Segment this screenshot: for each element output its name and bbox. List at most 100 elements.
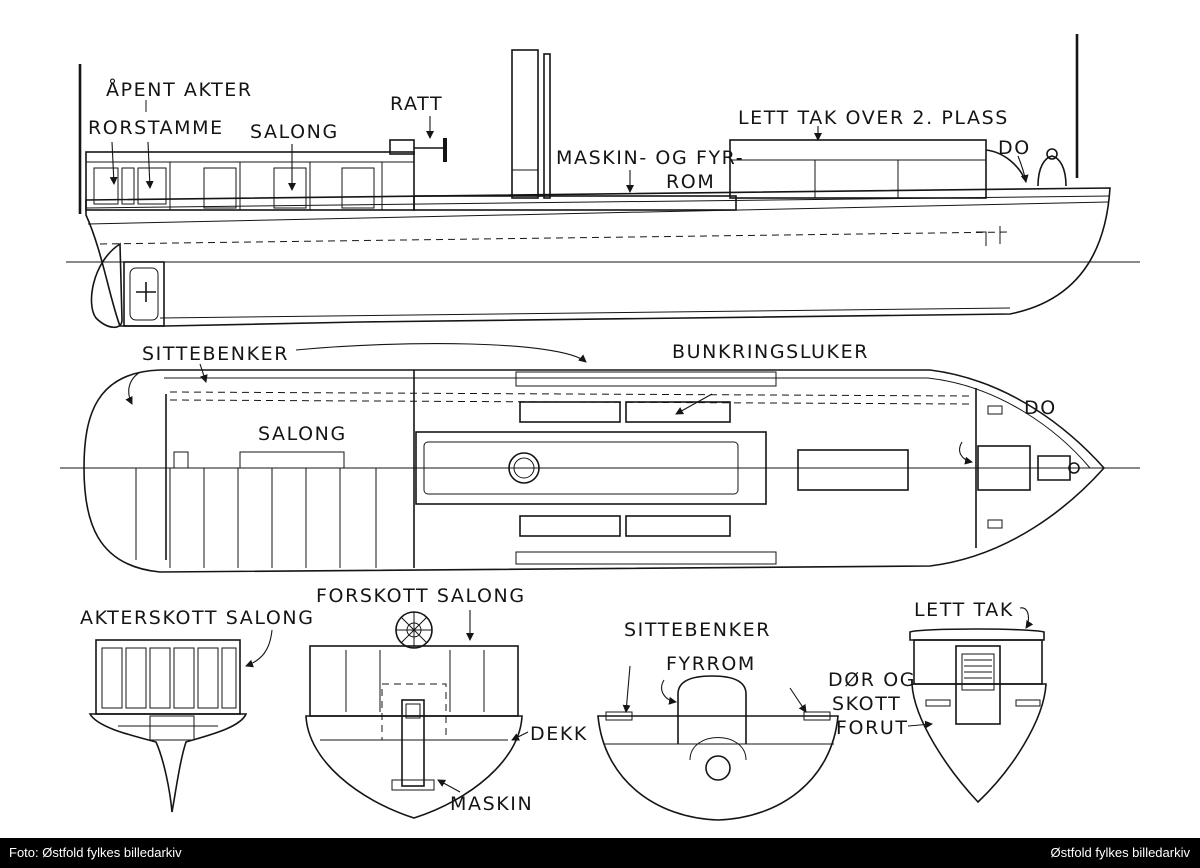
second-class-cabin [729,139,987,199]
wheel-housing [389,139,415,155]
bow-winch [1037,155,1067,187]
engine-cylinder [405,703,421,719]
deck-plan-view [60,369,1140,573]
arrow-rorstamme [109,141,118,185]
label-forskott-salong: FORSKOTT SALONG [316,585,526,607]
funnel-plan-inner [513,457,535,479]
aft-bulkhead-panel [197,647,219,709]
aft-seat [149,715,195,741]
arrow-do-profile [1017,155,1029,183]
steering-wheel [443,138,447,162]
deck-edge-inner [164,377,1091,469]
label-do-profile: DO [998,137,1031,159]
funnel [511,49,539,199]
label-sittebenker-section: SITTEBENKER [624,619,771,641]
boiler-hull-section [597,715,839,821]
label-ratt: RATT [390,93,443,115]
aft-bulkhead-panel [125,647,147,709]
arrow-maskin [437,779,461,793]
label-rorstamme: RORSTAMME [88,117,224,139]
engine-bed [391,779,435,791]
arrow-do-plan [959,441,973,465]
aft-bulkhead-panel [149,647,171,709]
section-aft-bulkhead [88,639,248,813]
engine-casing-plan [415,431,767,505]
aft-bulkhead-panel [173,647,195,709]
forward-hull-section [911,683,1047,804]
label-forut: FORUT [836,717,909,739]
label-dekk: DEKK [530,723,588,745]
forward-door [955,645,1001,725]
forward-bench [1015,699,1041,707]
arrow-sittebenker-aft [125,371,141,405]
light-roof-section [909,628,1045,641]
bunker-hatch [519,515,621,537]
stern-post [123,261,165,327]
steam-pipe [543,53,551,199]
toilet-room [977,445,1031,491]
label-sittebenker-plan: SITTEBENKER [142,343,289,365]
salon-window [137,167,167,205]
salon-stool [173,451,189,469]
rub-strake-dashed [99,231,1011,245]
label-rom: ROM [666,171,715,193]
bunker-hatch [519,401,621,423]
arrow-lett-tak [1019,607,1034,629]
credit-bar: Foto: Østfold fylkes billedarkiv Østfold… [0,838,1200,868]
label-fyrrom: FYRROM [666,653,756,675]
bench-port [605,711,633,721]
propeller [136,282,156,302]
arrow-sittebenker-stb [789,687,807,713]
fwd-bulkhead-frame [309,645,519,717]
arrow-apent-akter [145,141,154,189]
label-lett-tak-over: LETT TAK OVER 2. PLASS [738,107,1009,129]
arrow-sittebenker-mid [199,363,208,383]
salon-window [121,167,135,205]
arrow-sittebenker-fwd [295,343,587,363]
engine-outline-dashed [381,683,447,741]
aft-hull-section [88,713,248,813]
bunker-hatch [625,515,731,537]
sheer-line-rubbing [87,201,1109,225]
label-skott: SKOTT [832,693,901,715]
label-maskin-og-fyr: MASKIN- OG FYR- [556,147,744,169]
section-forward [909,628,1047,804]
salon-window [341,167,375,209]
aft-bulkhead-panel [101,647,123,709]
fwd-hull-section [305,715,523,819]
anchor-winch-drum [1068,462,1080,474]
arrow-sittebenker-port [622,665,631,713]
salon-window [273,167,307,209]
funnel-plan [508,452,540,484]
label-maskin: MASKIN [450,793,533,815]
archive-credit: Østfold fylkes billedarkiv [1050,845,1190,860]
deck-outline [83,369,1106,573]
salon-table [239,451,345,469]
boiler [677,675,747,744]
bench-starboard [803,711,831,721]
arrow-dor-og-skott [907,720,933,729]
arrow-bunkringsluker [675,393,713,415]
steering-wheel-spokes [396,612,432,648]
arrow-akterskott [245,629,273,668]
arrow-fyrrom [661,679,677,705]
keel-line [159,307,1011,319]
forward-door-vent [961,653,995,691]
bench-line [169,391,971,397]
cleat [987,519,1003,529]
label-bunkringsluker: BUNKRINGSLUKER [672,341,869,363]
forward-bench [925,699,951,707]
label-akterskott-salong: AKTERSKOTT SALONG [80,607,315,629]
boiler-front [689,737,747,761]
hull-outline [85,187,1111,327]
engine-room-casing [413,195,737,211]
vent-slats [964,659,992,685]
aft-bulkhead-panel [221,647,237,709]
propeller-aperture [129,267,159,321]
boiler-firedoor [705,755,731,781]
engine-hatch [423,441,739,495]
bunker-strip [515,371,777,387]
salon-cabin [85,151,415,211]
